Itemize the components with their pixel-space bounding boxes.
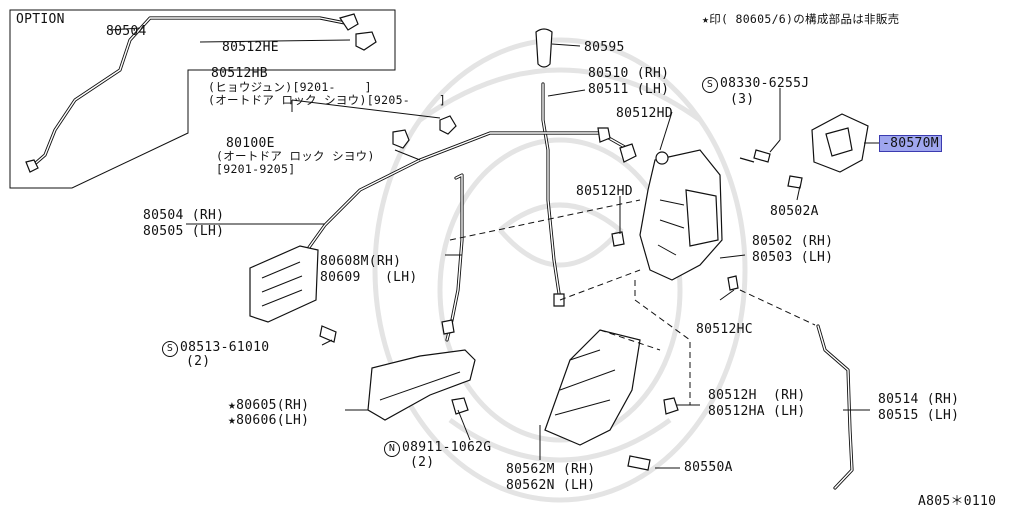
label-80502A: 80502A (770, 204, 819, 219)
part-80570M-striker (811, 113, 869, 173)
n-circle-icon: N (384, 441, 400, 457)
clip-80512H (663, 397, 679, 415)
rod-80608M (445, 173, 464, 342)
label-80605: ★80605(RH) (228, 398, 310, 413)
label-80550A: 80550A (684, 460, 733, 475)
clip-rod-end (553, 293, 565, 307)
label-80562N: 80562N (LH) (506, 478, 596, 493)
label-80512H: 80512H (RH) (708, 388, 806, 403)
rod-80510 (541, 82, 562, 302)
clip-80512HC (727, 275, 739, 291)
label-80512HD-lower: 80512HD (576, 184, 633, 199)
label-80512HB: 80512HB (211, 66, 268, 81)
label-80514: 80514 (RH) (878, 392, 960, 407)
label-80512HC: 80512HC (696, 322, 753, 337)
label-80512HB-note1: (ヒョウジュン)[9201- ] (208, 80, 372, 94)
label-diagram-code: A805＊0110 (918, 494, 997, 509)
label-80608M: 80608M(RH) (320, 254, 402, 269)
label-80502: 80502 (RH) (752, 234, 834, 249)
label-80505: 80505 (LH) (143, 224, 225, 239)
label-80515: 80515 (LH) (878, 408, 960, 423)
label-option: OPTION (16, 12, 65, 27)
label-80100E: 80100E (226, 136, 275, 151)
label-80512HB-note2: (オートドア ロック シヨウ)[9205- ] (208, 93, 447, 107)
screw-08330 (739, 149, 771, 163)
clip-80512HD (619, 143, 637, 163)
clip-80100E (392, 129, 410, 149)
label-80512HE: 80512HE (222, 40, 279, 55)
label-80512HA: 80512HA (LH) (708, 404, 806, 419)
label-80609: 80609 (LH) (320, 270, 418, 285)
label-08911-qty: (2) (410, 455, 435, 470)
part-80605-outside-handle (367, 349, 476, 421)
label-08330-qty: (3) (730, 92, 755, 107)
part-80595-knob (535, 28, 581, 68)
rod-80514 (816, 324, 854, 490)
part-80562M-actuator (544, 329, 641, 446)
label-80503: 80503 (LH) (752, 250, 834, 265)
clip-80512HD-top (597, 127, 611, 143)
clip-80512HB (439, 115, 457, 135)
screw-08513 (319, 325, 337, 343)
label-80510: 80510 (RH) (588, 66, 670, 81)
label-08513-qty: (2) (186, 354, 211, 369)
label-note: ★印( 80605/6)の構成部品は非販売 (702, 12, 900, 26)
label-80504: 80504 (RH) (143, 208, 225, 223)
screw-80550A (627, 455, 651, 471)
s-circle-icon: S (702, 77, 718, 93)
part-80608M-inside-handle (249, 245, 319, 323)
label-80511: 80511 (LH) (588, 82, 670, 97)
option-box (9, 9, 396, 189)
label-80562M: 80562M (RH) (506, 462, 596, 477)
label-80595: 80595 (584, 40, 625, 55)
clip-80512HD-lower (611, 231, 625, 247)
label-80100E-note2: [9201-9205] (216, 162, 296, 176)
label-80512HD-top: 80512HD (616, 106, 673, 121)
label-80504-option: 80504 (106, 24, 147, 39)
label-80606: ★80606(LH) (228, 413, 310, 428)
label-80100E-note1: (オートドア ロック シヨウ) (216, 149, 375, 163)
label-80570M: -80570M (879, 135, 942, 152)
clip-handle-rod (441, 319, 455, 335)
part-80502-door-lock (639, 149, 723, 281)
s-circle-icon: S (162, 341, 178, 357)
